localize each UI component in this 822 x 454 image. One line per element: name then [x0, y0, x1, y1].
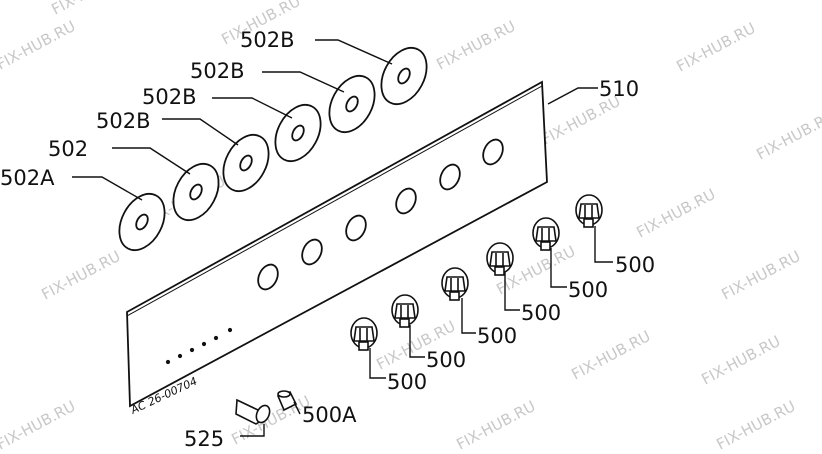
leader-lines	[72, 39, 613, 437]
knob-500	[486, 242, 514, 276]
panel-hole	[439, 163, 461, 191]
label-500a: 500A	[302, 403, 357, 427]
washer-502b	[222, 133, 270, 193]
knob-500	[391, 294, 419, 328]
watermark: FIX-HUB.RU	[453, 397, 538, 450]
label-500: 500	[568, 278, 608, 302]
part-500a-cap	[276, 390, 298, 412]
watermark: FIX-HUB.RU	[713, 397, 798, 450]
knob-500	[575, 194, 603, 228]
label-525: 525	[184, 427, 224, 450]
label-500: 500	[521, 301, 561, 325]
label-510: 510	[599, 77, 639, 101]
panel-hole	[301, 238, 323, 266]
label-502b: 502B	[240, 28, 295, 52]
watermark: FIX-HUB.RU	[48, 0, 133, 19]
knob-500	[350, 317, 378, 351]
label-502b: 502B	[190, 59, 245, 83]
part-labels: 502A 502 502B 502B 502B 502B 510 500 500…	[0, 28, 655, 451]
knob-500	[532, 217, 560, 251]
label-502b: 502B	[96, 109, 151, 133]
watermark: FIX-HUB.RU	[633, 185, 718, 242]
panel-hole	[395, 187, 417, 215]
label-500: 500	[426, 348, 466, 372]
knobs	[350, 194, 603, 351]
washer-502b	[328, 74, 376, 134]
watermark: FIX-HUB.RU	[38, 247, 123, 304]
panel-hole	[257, 263, 279, 291]
washer-502a	[118, 192, 166, 252]
washer-502b	[274, 103, 322, 163]
watermark: FIX-HUB.RU	[698, 332, 783, 389]
label-502a: 502A	[0, 166, 55, 190]
watermark: FIX-HUB.RU	[433, 17, 518, 74]
label-502b: 502B	[142, 85, 197, 109]
part-525-pin	[235, 398, 271, 425]
panel-hole	[345, 214, 367, 242]
panel-hole	[482, 138, 504, 166]
washer-502	[172, 162, 220, 222]
washer-502b	[380, 46, 428, 106]
label-500: 500	[477, 324, 517, 348]
label-500: 500	[615, 253, 655, 277]
watermark: FIX-HUB.RU	[718, 247, 803, 304]
watermark: FIX-HUB.RU	[228, 392, 313, 449]
knob-500	[441, 267, 469, 301]
watermark: FIX-HUB.RU	[673, 19, 758, 76]
washers	[118, 46, 428, 252]
label-500: 500	[387, 370, 427, 394]
watermark: FIX-HUB.RU	[753, 107, 822, 164]
control-panel-510	[126, 80, 548, 408]
watermark: FIX-HUB.RU	[568, 327, 653, 384]
watermark: FIX-HUB.RU	[0, 397, 78, 450]
watermark: FIX-HUB.RU	[0, 17, 78, 74]
label-502: 502	[48, 137, 88, 161]
